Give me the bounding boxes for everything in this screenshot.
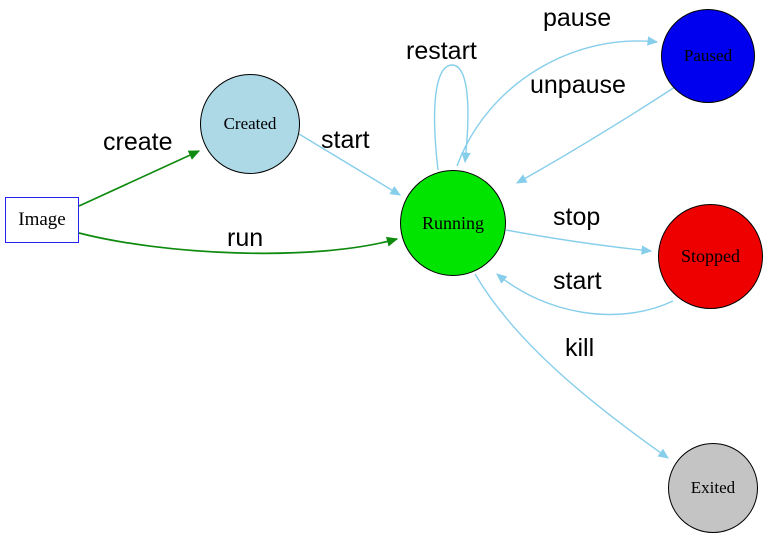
node-created-label: Created	[223, 114, 277, 133]
node-exited: Exited	[668, 443, 758, 533]
node-created: Created	[200, 74, 300, 174]
edge-label-pause: pause	[543, 4, 612, 32]
edge-pause	[456, 36, 659, 167]
edge-label-restart: restart	[406, 37, 477, 65]
edge-start-created-running	[298, 133, 401, 196]
edge-label-create: create	[103, 128, 173, 156]
edge-label-start-stopped: start	[553, 267, 602, 295]
edge-start-stopped-running	[496, 273, 674, 316]
node-stopped-label: Stopped	[680, 246, 740, 266]
node-image-label: Image	[18, 209, 66, 230]
edge-run	[78, 232, 399, 255]
edge-create	[78, 150, 201, 207]
node-running: Running	[400, 170, 506, 276]
edge-label-stop: stop	[553, 203, 601, 231]
edge-unpause	[516, 86, 676, 184]
node-running-label: Running	[421, 212, 484, 233]
edge-kill	[474, 273, 669, 459]
edge-label-start-created: start	[321, 126, 370, 154]
node-paused-label: Paused	[683, 46, 733, 65]
node-stopped: Stopped	[658, 204, 763, 309]
edge-restart-self-loop	[433, 64, 471, 171]
edge-label-unpause: unpause	[530, 71, 626, 99]
node-image: Image	[5, 197, 79, 243]
node-exited-label: Exited	[690, 478, 736, 497]
node-paused: Paused	[661, 9, 755, 103]
edge-label-kill: kill	[565, 334, 595, 362]
edge-stop	[505, 229, 653, 255]
edge-label-run: run	[227, 224, 264, 252]
